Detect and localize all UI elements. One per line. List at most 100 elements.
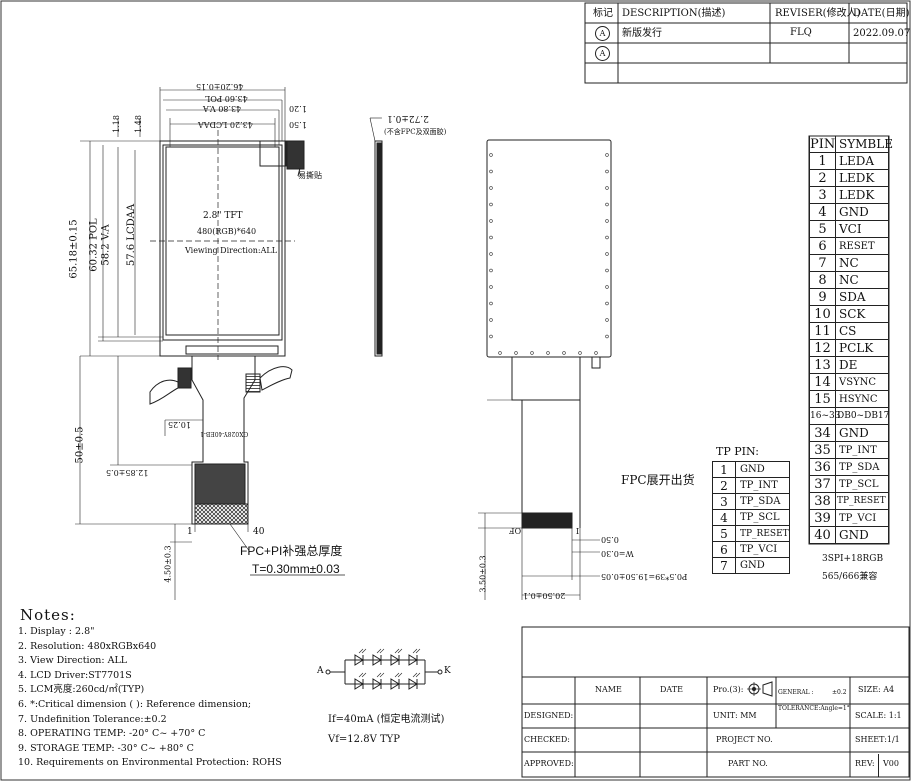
- tb-general-value: ±0.2: [832, 689, 847, 696]
- led-diode-icon: [354, 678, 364, 690]
- dim-pol-width: 43.60 POL: [205, 94, 248, 103]
- rev-header-description: DESCRIPTION(描述): [622, 8, 726, 19]
- back-dot: [489, 252, 493, 256]
- tp-pin-number: 1: [712, 462, 736, 478]
- fpc-pads: [194, 503, 249, 525]
- back-dot: [578, 351, 582, 355]
- dim-lcdaa-width: 43.20 LCDAA: [198, 120, 253, 129]
- tb-projection: Pro.(3):: [713, 685, 744, 694]
- dim-left-2: 1.48: [133, 115, 143, 133]
- tb-tolerance: TOLERANCE:Angle=1°: [778, 705, 850, 712]
- note-item: 4. LCD Driver:ST7701S: [18, 669, 132, 681]
- dim-va-width: 43.80 V.A: [203, 104, 242, 113]
- back-dot: [605, 301, 609, 306]
- pin-number: 12: [809, 340, 836, 357]
- pin-signal: LEDK: [836, 187, 889, 204]
- pin-number: 9: [809, 289, 836, 306]
- back-dot: [562, 351, 566, 355]
- pin-signal: SDA: [836, 289, 889, 306]
- pin-header-pin: PIN: [809, 136, 836, 153]
- back-dot: [514, 351, 518, 355]
- pin-number: 3: [809, 187, 836, 204]
- rev-header-date: DATE(日期): [853, 8, 910, 19]
- back-fpc-upper: [511, 357, 581, 401]
- tp-pin-title: TP PIN:: [716, 445, 759, 458]
- pin-number: 5: [809, 221, 836, 238]
- pin-number: 36: [809, 459, 836, 476]
- back-dot: [489, 202, 493, 207]
- dim-height-lcdaa: 57.6 LCDAA: [126, 203, 138, 267]
- pin-table-header: PIN SYMBLE: [809, 136, 893, 153]
- back-dot: [489, 169, 493, 174]
- tb-sheet: SHEET:1/1: [855, 735, 900, 744]
- back-dot: [489, 153, 493, 157]
- led-current: If=40mA (恒定电流测试): [328, 714, 445, 725]
- tp-pin-signal: TP_VCI: [736, 542, 790, 558]
- back-dot: [489, 334, 493, 339]
- pin-number: 15: [809, 391, 836, 408]
- fpc-unfold-label: FPC展开出货: [621, 473, 695, 487]
- back-dot: [489, 235, 493, 240]
- center-text-2: 480(RGB)*640: [197, 227, 257, 236]
- tb-part-no: PART NO.: [728, 759, 768, 768]
- center-text-3: Viewing Direction:ALL: [185, 246, 278, 255]
- note-item: 10. Requirements on Environmental Protec…: [18, 757, 282, 769]
- pin-signal: TP_INT: [836, 442, 889, 459]
- pin-footer-2: 565/666兼容: [822, 572, 878, 582]
- revision-table-frame: [584, 2, 908, 84]
- led-anode-label: A: [317, 666, 324, 676]
- projection-symbol-icon: [747, 681, 773, 697]
- pin-number: 34: [809, 425, 836, 442]
- back-dim-gap: 0.50: [601, 535, 619, 544]
- side-dim-thickness: 2.72±0.1: [387, 113, 429, 123]
- back-dim-tail: 3.50±0.3: [478, 555, 488, 593]
- back-fpc-lower: [522, 400, 580, 528]
- dim-top-offset-2: 1.50: [289, 120, 307, 129]
- led-emission-icon: [412, 672, 421, 678]
- led-diodes: [354, 648, 421, 690]
- back-outline: [486, 139, 612, 358]
- tb-rev: REV:: [855, 759, 875, 768]
- tp-pin-signal: TP_RESET: [736, 526, 790, 542]
- pin-number: 39: [809, 510, 836, 527]
- note-item: 7. Undefinition Tolerance:±0.2: [18, 713, 167, 725]
- front-view: [75, 87, 345, 600]
- pin-signal: DE: [836, 357, 889, 374]
- tp-pin-signal: TP_SDA: [736, 494, 790, 510]
- dim-fpc-offset: 12.85±0.5: [106, 468, 149, 477]
- lcd-outline: [159, 140, 286, 357]
- tp-pin-number: 7: [712, 558, 736, 574]
- led-cathode-label: K: [444, 666, 451, 676]
- note-item: 6. *:Critical dimension ( ): Reference d…: [18, 699, 252, 710]
- back-dim-pitch: P0.5*39=19.50±0.05: [601, 572, 688, 581]
- led-emission-icon: [358, 648, 367, 654]
- back-dot: [489, 285, 493, 289]
- back-dot: [498, 351, 502, 355]
- back-dot: [605, 202, 609, 207]
- tp-pin-number: 6: [712, 542, 736, 558]
- dim-height-pol: 60.32 POL: [88, 218, 100, 272]
- side-fill: [376, 142, 382, 355]
- pin-number: 11: [809, 323, 836, 340]
- back-dot: [594, 351, 598, 355]
- notes-title: Notes:: [20, 606, 76, 624]
- fpc-thickness-title: FPC+PI补强总厚度: [240, 544, 343, 558]
- note-item: 1. Display : 2.8": [18, 626, 95, 637]
- fpc-stiffener: [194, 463, 246, 505]
